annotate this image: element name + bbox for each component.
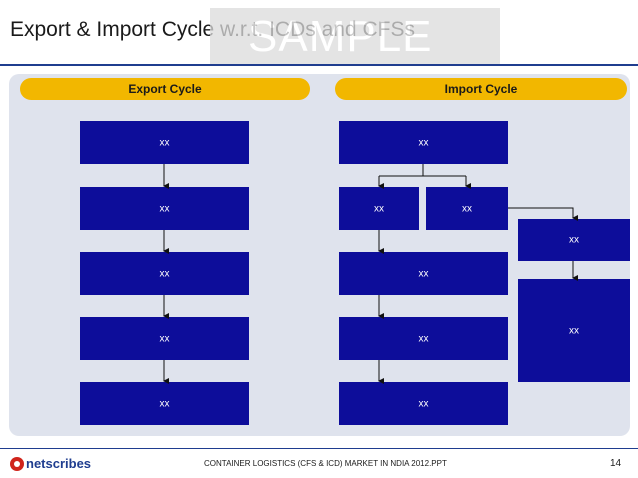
import-side-arrow-1 [508,207,578,221]
logo-mark-icon [10,457,24,471]
logo-text: netscribes [26,456,92,471]
import-box-5: xx [339,382,508,425]
export-box-3-label: xx [159,268,170,279]
export-box-2: xx [80,187,249,230]
import-box-4-label: xx [418,333,429,344]
import-side-box-2: xx [518,279,630,382]
export-box-1-label: xx [159,137,170,148]
import-box-top: xx [339,121,508,164]
export-box-2-label: xx [159,203,170,214]
import-cycle-header: Import Cycle [335,78,627,100]
sample-watermark: SAMPLE [210,8,500,64]
import-box-5-label: xx [418,398,429,409]
import-side-box-1: xx [518,219,630,261]
import-box-3: xx [339,252,508,295]
export-box-4: xx [80,317,249,360]
import-side-box-1-label: xx [569,234,579,246]
import-box-4: xx [339,317,508,360]
page-number: 14 [610,458,622,469]
export-box-5-label: xx [159,398,170,409]
import-side-box-2-label: xx [569,325,579,336]
export-box-3: xx [80,252,249,295]
watermark-text: SAMPLE [248,12,433,61]
import-box-split-right-label: xx [462,203,472,214]
import-box-top-label: xx [418,137,429,148]
netscribes-logo: netscribes [10,456,100,472]
import-box-split-left-label: xx [374,203,384,214]
export-cycle-header: Export Cycle [20,78,310,100]
title-divider [0,64,638,66]
import-box-3-label: xx [418,268,429,279]
import-box-split-right: xx [426,187,508,230]
import-box-split-left: xx [339,187,419,230]
footer-caption: CONTAINER LOGISTICS (CFS & ICD) MARKET I… [204,459,447,468]
export-box-1: xx [80,121,249,164]
footer-divider [0,448,638,449]
export-box-5: xx [80,382,249,425]
export-box-4-label: xx [159,333,170,344]
